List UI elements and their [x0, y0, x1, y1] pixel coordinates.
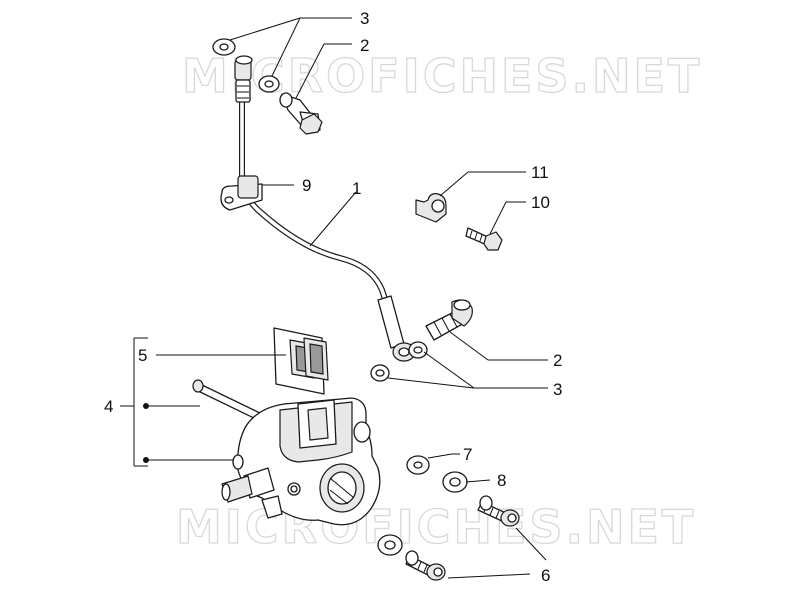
callout-3-top: 3 — [360, 9, 369, 28]
washer-6 — [377, 534, 403, 556]
washer-7 — [406, 455, 430, 475]
caliper-pin — [192, 379, 266, 422]
watermark-bottom: MICROFICHES.NET — [176, 500, 696, 554]
washer-8 — [442, 471, 468, 493]
clip-screw — [465, 227, 503, 251]
callout-2-lower: 2 — [553, 351, 562, 370]
callout-8: 8 — [497, 471, 506, 490]
caliper-bolt-upper — [477, 495, 520, 527]
watermark-top: MICROFICHES.NET — [182, 49, 702, 103]
brake-caliper-body — [221, 397, 381, 526]
callout-11: 11 — [531, 163, 549, 182]
washer-top-left — [212, 38, 236, 56]
banjo-bolt-top — [279, 92, 323, 135]
banjo-bolt-lower — [425, 299, 473, 341]
callout-5: 5 — [138, 346, 147, 365]
lower-ferrule — [377, 295, 405, 349]
leader-lines — [120, 17, 548, 579]
washer-top-right — [258, 75, 280, 93]
callout-7: 7 — [463, 445, 472, 464]
callout-3-lower: 3 — [553, 380, 562, 399]
washer-lower-left — [370, 364, 390, 382]
body-dot — [143, 457, 149, 463]
washer-lower-right — [408, 341, 428, 359]
callout-6: 6 — [541, 566, 550, 585]
caliper-bolt-lower — [405, 550, 446, 581]
hose-clamp-bracket — [220, 175, 263, 211]
callout-1: 1 — [352, 179, 361, 198]
pin-dot — [143, 403, 149, 409]
callout-2-top: 2 — [360, 36, 369, 55]
callout-4: 4 — [104, 397, 113, 416]
callout-9: 9 — [302, 176, 311, 195]
callout-10: 10 — [531, 193, 550, 212]
hose-clip — [415, 193, 447, 223]
brake-pads — [273, 327, 329, 395]
